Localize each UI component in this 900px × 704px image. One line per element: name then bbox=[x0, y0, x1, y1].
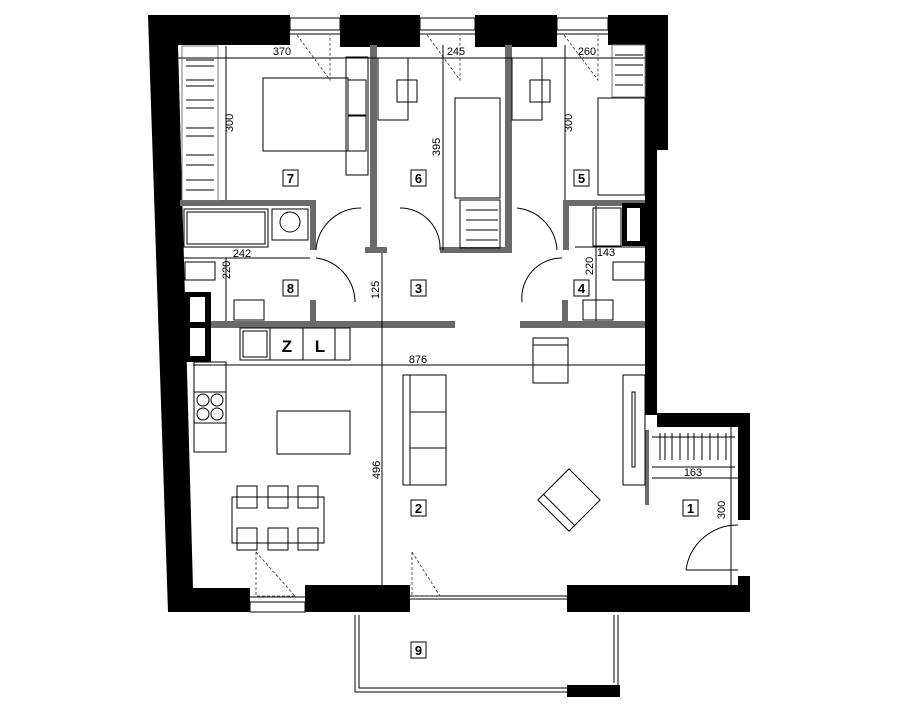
washer-label: L bbox=[315, 337, 325, 356]
dim-bath8-depth: 220 bbox=[221, 261, 233, 279]
dim-bath8-width: 242 bbox=[233, 248, 251, 260]
room-8-label: 8 bbox=[287, 281, 294, 296]
exterior-walls bbox=[148, 15, 750, 697]
dim-room6-depth: 395 bbox=[431, 138, 443, 156]
room-labels: 1 2 3 4 5 6 7 8 9 bbox=[282, 169, 699, 659]
doors bbox=[315, 207, 739, 571]
tv-unit bbox=[622, 374, 646, 486]
kitchen-counter bbox=[239, 327, 351, 361]
bed-7 bbox=[262, 77, 349, 152]
dim-hall3-depth: 125 bbox=[370, 281, 382, 299]
entry-wardrobe-hangers bbox=[659, 433, 727, 460]
bed-5 bbox=[597, 97, 646, 196]
room-3-label: 3 bbox=[415, 281, 422, 296]
room-9-label: 9 bbox=[415, 643, 422, 658]
dim-room7-depth: 300 bbox=[224, 114, 236, 132]
bed-6 bbox=[454, 97, 501, 199]
room-5-label: 5 bbox=[578, 171, 585, 186]
bathtub bbox=[183, 208, 269, 248]
interior-walls bbox=[180, 45, 649, 505]
dining-table bbox=[231, 496, 325, 544]
room-4-label: 4 bbox=[578, 281, 586, 296]
wardrobe-7-hangers bbox=[186, 59, 214, 191]
dim-entry-depth: 300 bbox=[716, 501, 728, 519]
dim-room6-width: 245 bbox=[447, 46, 465, 58]
room-2-label: 2 bbox=[415, 501, 422, 516]
dim-room5-width: 260 bbox=[578, 46, 596, 58]
dim-room7-width: 370 bbox=[273, 46, 291, 58]
dimension-labels: 370 245 260 300 395 300 242 220 125 220 … bbox=[221, 46, 728, 519]
sink-4 bbox=[582, 299, 614, 321]
armchair bbox=[537, 468, 601, 532]
kitchen-island bbox=[276, 410, 351, 455]
sink-8 bbox=[233, 299, 265, 321]
room-6-label: 6 bbox=[415, 171, 422, 186]
dim-bath4-depth: 220 bbox=[584, 257, 596, 275]
furniture bbox=[181, 44, 735, 551]
windows bbox=[249, 17, 609, 613]
dimension-lines bbox=[178, 45, 738, 585]
dim-bath4-width: 143 bbox=[597, 247, 615, 259]
dim-living-width: 876 bbox=[409, 354, 427, 366]
dim-entry-width: 163 bbox=[684, 467, 702, 479]
sofa bbox=[402, 374, 447, 486]
room-1-label: 1 bbox=[687, 501, 694, 516]
room-7-label: 7 bbox=[287, 171, 294, 186]
dim-living-depth: 496 bbox=[371, 461, 383, 479]
fridge-label: Z bbox=[282, 337, 292, 356]
balcony-railing bbox=[354, 615, 619, 693]
dim-room5-depth: 300 bbox=[563, 114, 575, 132]
